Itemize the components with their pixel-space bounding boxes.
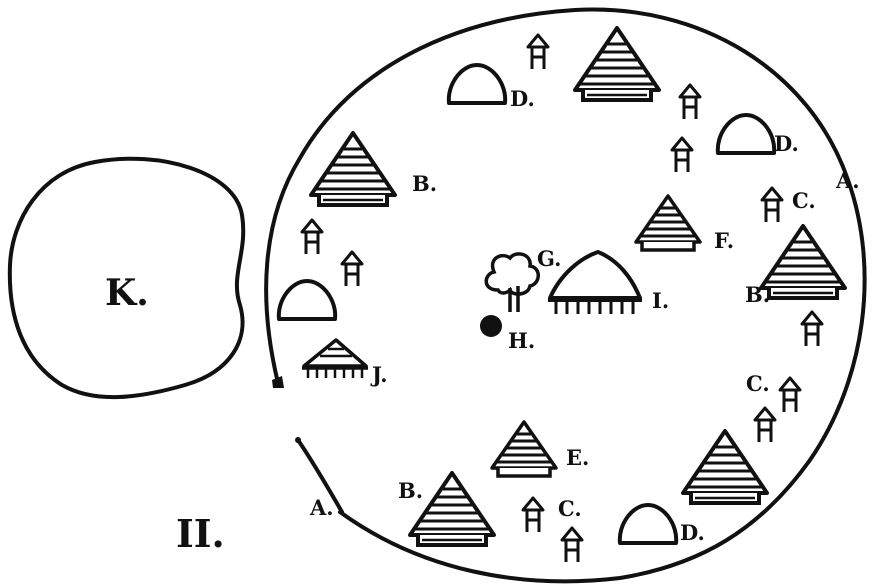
label-d-right: D. xyxy=(774,133,799,154)
hut-e xyxy=(492,422,556,476)
granary xyxy=(302,220,322,254)
granary xyxy=(762,188,782,222)
label-e: E. xyxy=(566,447,589,468)
gate-post-left xyxy=(272,376,284,388)
label-b-right: B. xyxy=(745,284,770,305)
label-a-bottom: A. xyxy=(310,497,334,518)
dome-hut-d-right xyxy=(718,115,774,153)
label-a-top: A. xyxy=(836,170,860,191)
granary xyxy=(528,35,548,69)
granary xyxy=(562,528,582,562)
label-b-bottom: B. xyxy=(398,480,423,501)
granary xyxy=(755,408,775,442)
label-h: H. xyxy=(508,330,535,351)
label-g: G. xyxy=(537,248,562,269)
shelter-i xyxy=(548,252,642,314)
granary xyxy=(680,85,700,119)
gate-post-right xyxy=(295,437,301,443)
granary xyxy=(672,138,692,172)
hut-b-left xyxy=(311,133,395,205)
dome-hut-d-top xyxy=(449,65,505,103)
dome-hut-left xyxy=(279,281,335,319)
dome-hut-d-bottom xyxy=(620,505,676,543)
hut-b-right xyxy=(761,226,845,298)
label-f: F. xyxy=(714,230,734,251)
label-c-right-mid: C. xyxy=(746,373,770,394)
label-b-left: B. xyxy=(412,173,437,194)
hut-top xyxy=(575,28,659,100)
granary xyxy=(342,252,362,286)
label-j: J. xyxy=(372,364,388,385)
tree-g xyxy=(486,254,538,312)
shelter-j xyxy=(302,340,368,378)
label-d-bottom: D. xyxy=(680,522,705,543)
granary xyxy=(523,498,543,532)
cattle-pen-label: K. xyxy=(105,275,149,311)
label-i: I. xyxy=(652,290,669,311)
hut-lower-right xyxy=(683,431,767,503)
label-c-right-top: C. xyxy=(792,190,816,211)
label-d-top: D. xyxy=(510,88,535,109)
hut-f xyxy=(636,196,700,250)
hole-h xyxy=(480,315,502,337)
figure-label: II. xyxy=(176,515,225,553)
label-c-bottom: C. xyxy=(558,498,582,519)
granary xyxy=(802,312,822,346)
granary xyxy=(780,378,800,412)
